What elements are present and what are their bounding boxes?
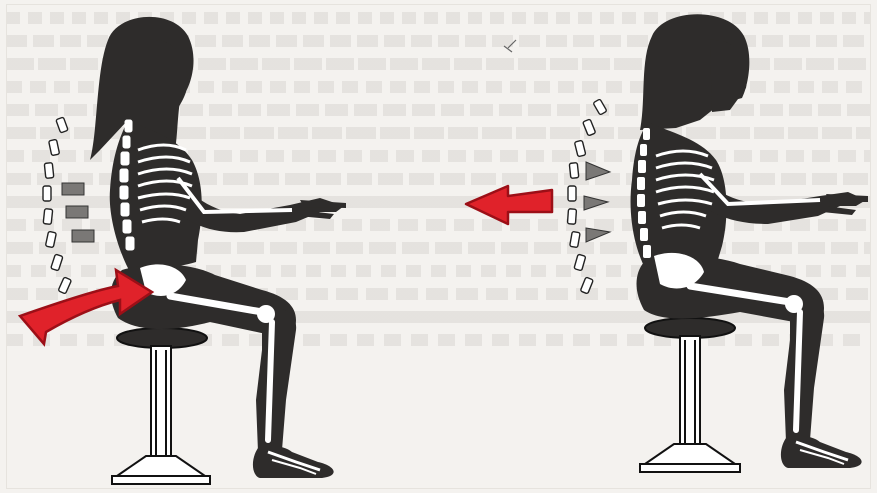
slouched-figure: [20, 17, 346, 484]
upright-figure: [466, 14, 868, 472]
stool-right: [640, 318, 740, 472]
stool-left: [112, 328, 210, 484]
disc-markers-right: [584, 162, 610, 242]
disc-markers-left: [62, 183, 94, 242]
shin-right: [784, 295, 824, 442]
spine-straighten-arrow: [466, 186, 552, 224]
spine-outline-icon: [43, 117, 72, 294]
shin-left: [256, 307, 296, 452]
